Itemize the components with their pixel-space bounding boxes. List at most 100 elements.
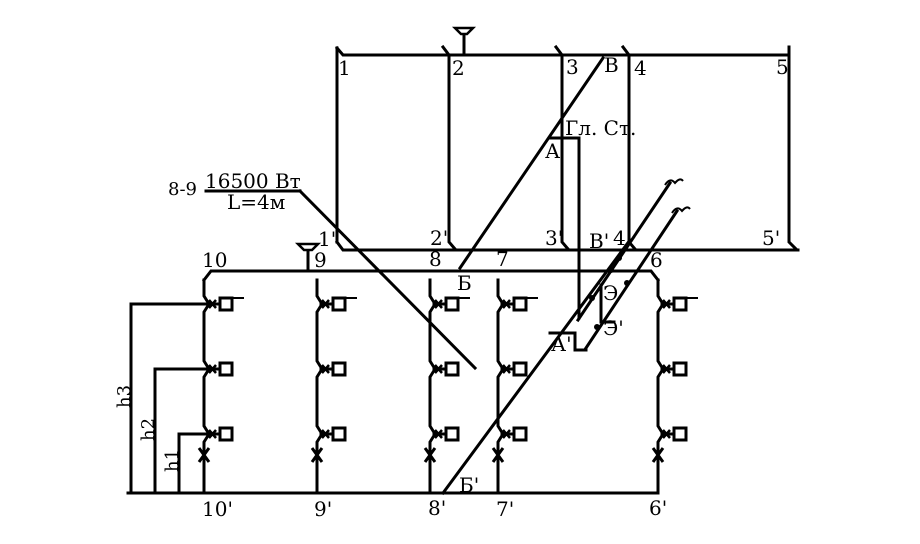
radiator-icon: [331, 296, 347, 312]
node-5prime-label: 5': [762, 226, 780, 250]
node-3prime-label: 3': [545, 226, 563, 250]
top-air-vent-icon: [451, 26, 477, 36]
top-return-main: [334, 239, 800, 252]
valve-icon: [616, 255, 622, 261]
node-b-label: Б: [457, 271, 472, 295]
node-bprime-label: Б': [459, 473, 479, 497]
node-aprime-label: А': [551, 332, 572, 356]
node-4prime-label: 4': [613, 226, 631, 250]
node-1prime-label: 1': [318, 227, 336, 251]
radiator-icon: [218, 296, 234, 312]
main-station-supply: [548, 136, 581, 320]
radiator-valve-icon: [434, 429, 443, 439]
section-segment-label: 8-9: [168, 179, 197, 200]
top-system: [334, 26, 800, 352]
radiator-valve-icon: [502, 429, 511, 439]
node-3-label: 3: [566, 55, 579, 79]
riser-shutoff-valve-icon: [197, 447, 211, 463]
node-6-label: 6: [650, 248, 663, 272]
h1-dimension: [177, 432, 212, 495]
line-v-b: [457, 55, 606, 271]
labels: 1 2 3 В 4 5 1' 2' 3' В' 4' 5' Гл. Ст. А …: [114, 53, 789, 521]
radiator-valve-icon: [208, 299, 217, 309]
riser-shutoff-valve-icon: [423, 447, 437, 463]
radiator-valve-icon: [434, 364, 443, 374]
node-v-label: В: [604, 53, 619, 77]
h2-label: h2: [138, 418, 159, 441]
riser-2: [440, 44, 458, 252]
bottom-air-vent-icon: [294, 242, 322, 252]
node-9prime-label: 9': [314, 497, 332, 521]
node-4-label: 4: [634, 56, 647, 80]
radiator-icon: [512, 296, 528, 312]
radiator-valve-icon: [321, 429, 330, 439]
h3-label: h3: [114, 385, 135, 408]
node-8-label: 8: [429, 247, 442, 271]
radiator-icon: [444, 426, 460, 442]
h3-dimension: [129, 302, 212, 495]
radiator-icon: [218, 361, 234, 377]
radiator-icon: [512, 361, 528, 377]
bottom-system: [126, 242, 698, 495]
line-8-9-leader: [297, 188, 478, 371]
section-power-label: 16500 Вт: [205, 169, 301, 193]
riser-3: [553, 44, 571, 252]
node-2-label: 2: [452, 56, 465, 80]
radiator-icon: [331, 361, 347, 377]
expansion-end-icon: [671, 206, 691, 214]
radiator-valve-icon: [321, 364, 330, 374]
node-2prime-label: 2': [430, 226, 448, 250]
section-length-label: L=4м: [227, 190, 285, 214]
top-supply-main: [334, 45, 791, 57]
node-1-label: 1: [338, 56, 351, 80]
riser-shutoff-valve-icon: [310, 447, 324, 463]
expansion-branch: [599, 283, 616, 324]
valve-icon: [624, 280, 630, 286]
radiator-valve-icon: [662, 364, 671, 374]
node-vprime-label: В': [589, 229, 609, 253]
radiator-valve-icon: [502, 299, 511, 309]
valve-icon: [589, 295, 595, 301]
radiator-valve-icon: [502, 364, 511, 374]
expansion-pipe-eprime: [583, 208, 680, 351]
radiator-icon: [444, 296, 460, 312]
node-7prime-label: 7': [496, 497, 514, 521]
riser-5: [787, 53, 799, 252]
radiator-valve-icon: [434, 299, 443, 309]
radiator-icon: [672, 426, 688, 442]
expansion-end-icon: [664, 178, 684, 186]
node-6prime-label: 6': [649, 496, 667, 520]
radiator-icon: [672, 296, 688, 312]
node-10-label: 10: [202, 248, 227, 272]
radiator-icon: [512, 426, 528, 442]
main-station-label: Гл. Ст.: [565, 116, 636, 140]
valve-icon: [594, 324, 600, 330]
radiator-icon: [218, 426, 234, 442]
radiator-icon: [331, 426, 347, 442]
radiator-icon: [444, 361, 460, 377]
radiator-icon: [672, 361, 688, 377]
bottom-risers: [197, 278, 698, 495]
radiator-valve-icon: [208, 429, 217, 439]
node-8prime-label: 8': [428, 496, 446, 520]
riser-shutoff-valve-icon: [491, 447, 505, 463]
node-eprime-label: Э': [603, 316, 624, 340]
h1-label: h1: [162, 449, 183, 472]
connection-lines: [204, 55, 691, 496]
node-5-label: 5: [776, 55, 789, 79]
radiator-valve-icon: [208, 364, 217, 374]
line-vprime-bprime: [440, 237, 633, 496]
node-e-label: Э: [603, 281, 618, 305]
riser-shutoff-valve-icon: [651, 447, 665, 463]
node-10prime-label: 10': [202, 497, 233, 521]
radiator-valve-icon: [321, 299, 330, 309]
h2-dimension: [153, 367, 212, 495]
node-9-label: 9: [314, 248, 327, 272]
radiator-valve-icon: [662, 299, 671, 309]
radiator-valve-icon: [662, 429, 671, 439]
node-7-label: 7: [496, 247, 509, 271]
riser-4: [620, 44, 638, 252]
bottom-supply-main: [201, 269, 661, 283]
node-a-label: А: [545, 139, 560, 163]
